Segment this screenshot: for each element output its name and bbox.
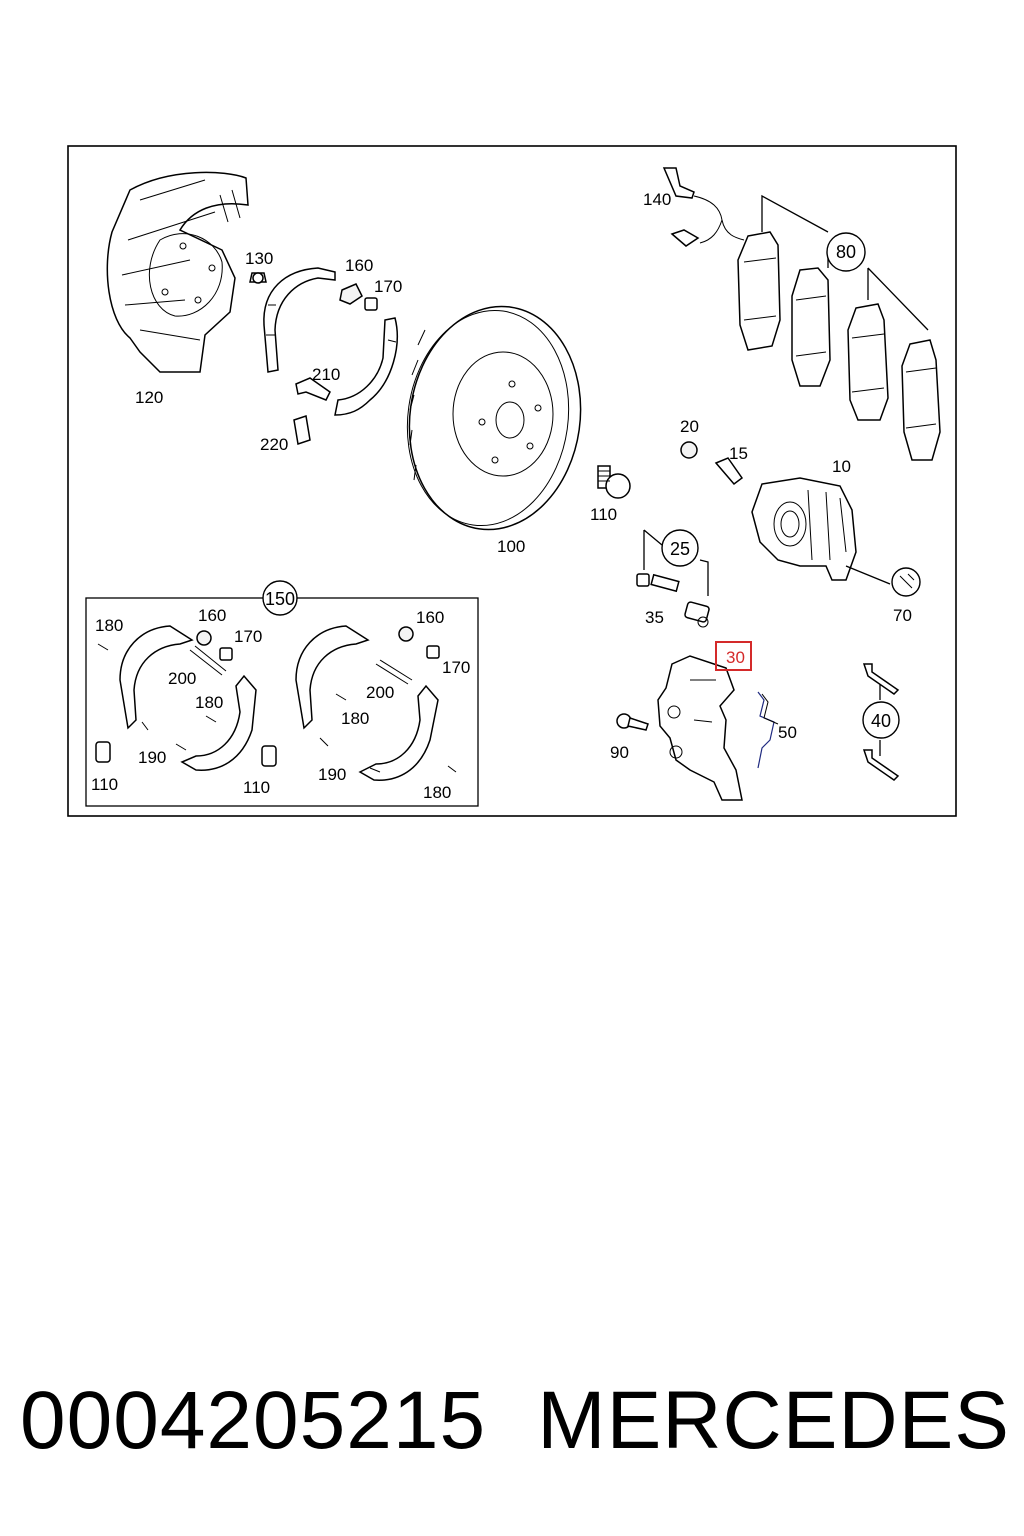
part-lever-210: [295, 377, 331, 401]
part-clip-220: [293, 415, 311, 445]
callout-circle-150: [262, 580, 298, 616]
callout-circle-40: [862, 701, 900, 739]
parts-diagram: 120 130 160 170 210 220 100 110: [67, 145, 957, 817]
callout-circle-25: [661, 529, 699, 567]
part-dust-shield: [106, 171, 249, 373]
callout-110-b: 110: [91, 775, 118, 794]
part-guide-pins: [636, 529, 710, 628]
callout-110: 110: [590, 505, 617, 524]
callout-160: 160: [345, 256, 373, 275]
callout-160-c: 160: [416, 608, 444, 627]
part-bolt-110: [597, 465, 631, 499]
callout-25: 25: [670, 539, 690, 559]
callout-170: 170: [374, 277, 402, 296]
callout-50: 50: [778, 723, 797, 742]
callout-180-d: 180: [423, 783, 451, 802]
part-bolt-90: [616, 713, 649, 731]
callout-30: 30: [726, 648, 745, 667]
part-kit-shoes-left: [95, 625, 277, 771]
callout-130: 130: [245, 249, 273, 268]
callout-80: 80: [836, 242, 856, 262]
part-bolts-40: [862, 663, 900, 781]
part-caliper-carrier: [657, 655, 743, 801]
callout-35: 35: [645, 608, 664, 627]
callout-190-a: 190: [138, 748, 166, 767]
brand-name: MERCEDES: [537, 1375, 1010, 1466]
highlight-box-30: [715, 641, 752, 671]
callout-40: 40: [871, 711, 891, 731]
callout-180-c: 180: [341, 709, 369, 728]
callout-160-b: 160: [198, 606, 226, 625]
callout-170-b: 170: [234, 627, 262, 646]
callout-190-b: 190: [318, 765, 346, 784]
callout-210: 210: [312, 365, 340, 384]
callout-170-c: 170: [442, 658, 470, 677]
part-cap-20: [680, 441, 698, 459]
part-number: 0004205215: [20, 1375, 487, 1466]
callout-120: 120: [135, 388, 163, 407]
callout-180-a: 180: [95, 616, 123, 635]
part-spring-clip: [757, 691, 779, 769]
part-brake-caliper: [751, 477, 857, 581]
callout-200-b: 200: [366, 683, 394, 702]
part-kit-shoes-right: [295, 625, 457, 781]
callout-100: 100: [497, 537, 525, 556]
part-bleeder-15: [714, 457, 744, 486]
part-bolt-130: [249, 272, 267, 284]
callout-140: 140: [643, 190, 671, 209]
part-brake-pads: [737, 194, 941, 461]
callout-180-b: 180: [195, 693, 223, 712]
callout-circle-80: [826, 232, 866, 272]
callout-220: 220: [260, 435, 288, 454]
callout-20: 20: [680, 417, 699, 436]
callout-10: 10: [832, 457, 851, 476]
callout-150: 150: [265, 589, 295, 609]
callout-90: 90: [610, 743, 629, 762]
part-adjuster-160: [339, 283, 378, 311]
part-caption: 0004205215 MERCEDES: [20, 1366, 1010, 1476]
wrench-icon: [845, 565, 921, 597]
part-brake-disc: [406, 305, 582, 531]
part-parking-brake-shoe: [263, 267, 398, 416]
exploded-brake-diagram: 120 130 160 170 210 220 100 110: [67, 145, 957, 817]
callout-200-a: 200: [168, 669, 196, 688]
part-wear-sensor: [662, 167, 745, 247]
callout-70: 70: [893, 606, 912, 625]
callout-15: 15: [729, 444, 748, 463]
callout-110-c: 110: [243, 778, 270, 797]
